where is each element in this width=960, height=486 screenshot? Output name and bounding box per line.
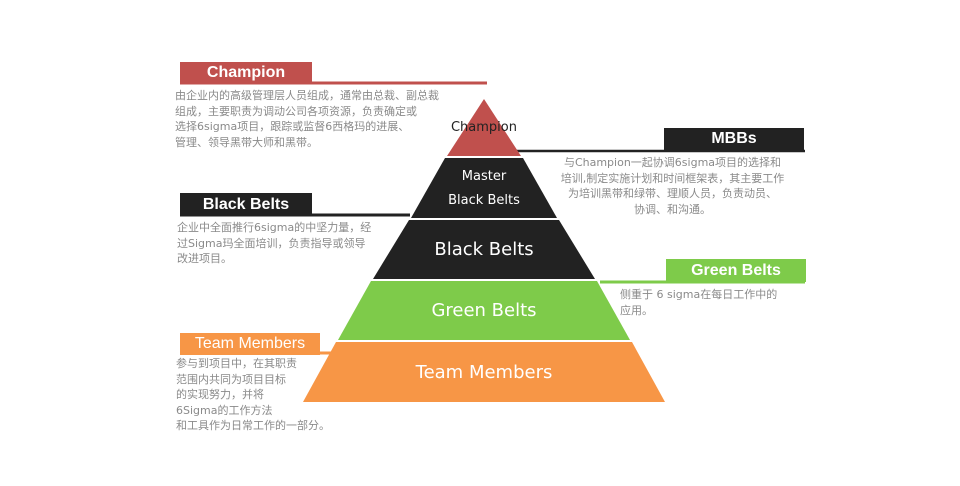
team-members-description-line: 范围内共同为项目目标 [176, 372, 286, 386]
champion-description-line: 由企业内的高级管理层人员组成，通常由总裁、副总裁 [175, 89, 439, 102]
mbbs-description-line: 为培训黑带和绿带、理顺人员，负责动员、 [568, 187, 777, 200]
black-belts-description-line: 企业中全面推行6sigma的中坚力量，经 [177, 221, 372, 234]
champion-description-line: 组成，主要职责为调动公司各项资源，负责确定或 [175, 104, 417, 118]
tier-label-champion: Champion [451, 120, 517, 135]
champion-description-line: 管理、领导黑带大师和黑带。 [175, 135, 318, 149]
mbbs-description: 与Champion一起协调6sigma项目的选择和 培训,制定实施计划和时间框架… [540, 155, 805, 217]
tier-label-master: Master [462, 169, 507, 184]
mbbs-description-line: 培训,制定实施计划和时间框架表，其主要工作 [560, 171, 785, 185]
pyramid-tier-black-belts [373, 220, 595, 279]
green-belts-description-line: 应用。 [620, 303, 653, 317]
tier-label-master-black-belts: Black Belts [448, 193, 520, 208]
green-belts-label: Green Belts [666, 259, 806, 282]
team-members-description-line: 和工具作为日常工作的一部分。 [176, 419, 330, 432]
team-members-description-line: 参与到项目中，在其职责 [176, 357, 297, 370]
tier-label-team-members: Team Members [415, 362, 553, 383]
tier-label-black-belts: Black Belts [434, 239, 533, 260]
team-members-label: Team Members [180, 333, 320, 355]
pyramid-tier-team-members [303, 342, 665, 402]
black-belts-description-line: 过Sigma玛全面培训，负责指导或领导 [177, 236, 366, 250]
pyramid-tier-champion [447, 99, 521, 156]
green-belts-description: 侧重于 6 sigma在每日工作中的 应用。 [620, 287, 805, 318]
black-belts-description-line: 改进项目。 [177, 252, 232, 265]
pyramid-tier-master-black-belts [411, 158, 557, 218]
mbbs-description-line: 协调、和沟通。 [634, 202, 711, 216]
mbbs-label: MBBs [664, 128, 804, 150]
team-members-description: 参与到项目中，在其职责 范围内共同为项目目标 的实现努力，并将 6Sigma的工… [176, 356, 376, 434]
team-members-description-line: 6Sigma的工作方法 [176, 403, 273, 417]
mbbs-description-line: 与Champion一起协调6sigma项目的选择和 [563, 156, 782, 169]
tier-label-green-belts: Green Belts [431, 300, 536, 321]
pyramid-tier-green-belts [338, 281, 630, 340]
team-members-description-line: 的实现努力，并将 [176, 388, 264, 401]
champion-description-line: 选择6sigma项目，跟踪或监督6西格玛的进展、 [175, 120, 410, 133]
champion-description: 由企业内的高级管理层人员组成，通常由总裁、副总裁 组成，主要职责为调动公司各项资… [175, 88, 475, 150]
black-belts-description: 企业中全面推行6sigma的中坚力量，经 过Sigma玛全面培训，负责指导或领导… [177, 220, 377, 267]
black-belts-label: Black Belts [180, 193, 312, 216]
green-belts-description-line: 侧重于 6 sigma在每日工作中的 [620, 288, 778, 301]
champion-label: Champion [180, 62, 312, 84]
